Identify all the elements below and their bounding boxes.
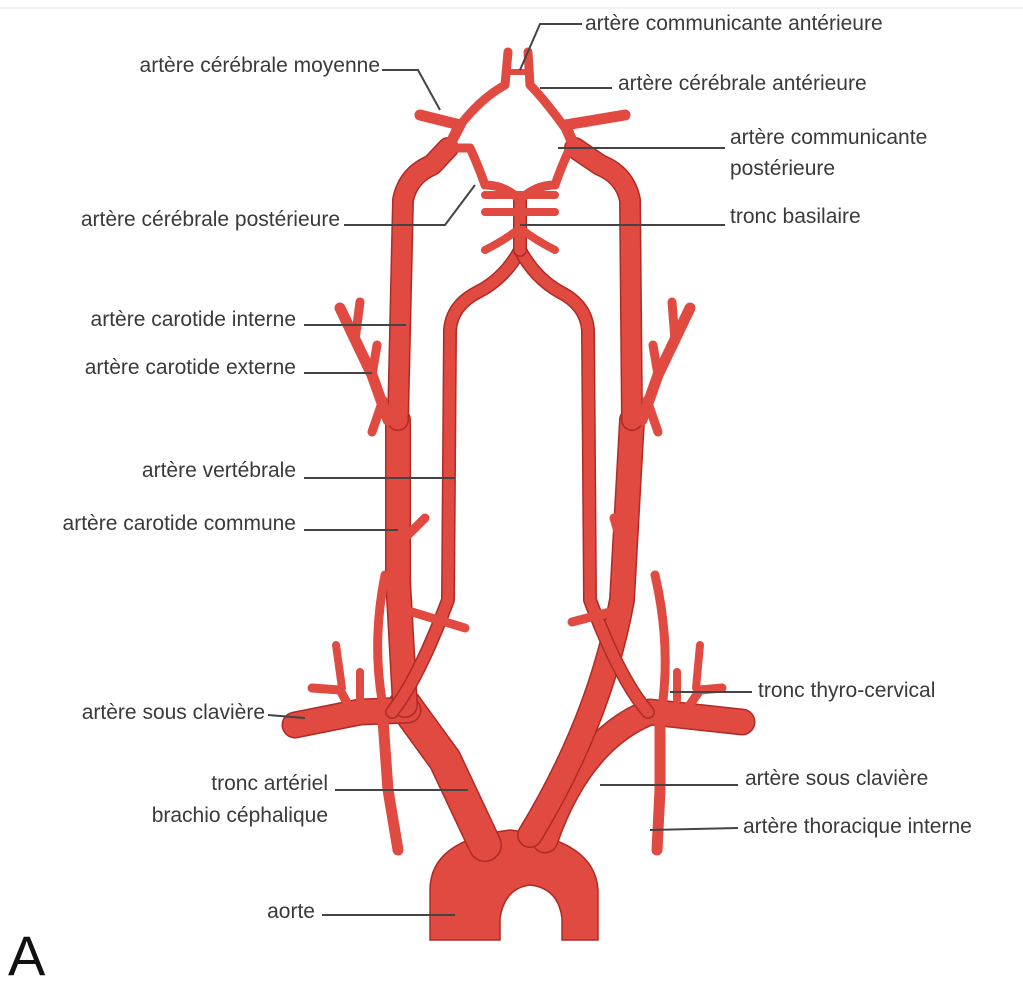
external-carotid-right xyxy=(642,302,690,432)
leader-cerebrale-moyenne xyxy=(382,70,440,110)
ascending-branch-left xyxy=(378,575,385,700)
leader-lines xyxy=(268,24,752,915)
label-communicante-ant: artère communicante antérieure xyxy=(585,12,883,35)
anterior-cerebral-right xyxy=(528,52,568,132)
label-carotide-externe: artère carotide externe xyxy=(85,356,296,379)
label-tronc-basilaire: tronc basilaire xyxy=(730,205,861,228)
label-communicante-post-line1: artère communicante xyxy=(730,126,927,149)
brachiocephalic-trunk xyxy=(405,705,485,845)
label-sous-claviere-right: artère sous clavière xyxy=(745,767,928,790)
label-thoracique-interne: artère thoracique interne xyxy=(743,815,972,838)
label-carotide-commune: artère carotide commune xyxy=(63,512,296,535)
anterior-cerebral-left xyxy=(455,52,508,132)
internal-carotid-left xyxy=(398,148,448,420)
aortic-arch xyxy=(430,830,598,940)
label-aorte: aorte xyxy=(267,900,315,923)
figure-letter: A xyxy=(8,924,46,987)
label-tronc-thyro: tronc thyro-cervical xyxy=(758,679,935,702)
label-tronc-arteriel-line1: tronc artériel xyxy=(211,772,328,795)
common-carotid-left xyxy=(398,420,405,705)
artery-vessels xyxy=(295,52,742,940)
label-tronc-arteriel-line2: brachio céphalique xyxy=(152,804,328,827)
ascending-branch-right xyxy=(655,575,665,700)
thyrocervical-trunk-right xyxy=(677,645,722,712)
middle-cerebral-right xyxy=(565,115,625,148)
label-communicante-post-line2: postérieure xyxy=(730,157,835,180)
label-cerebrale-post: artère cérébrale postérieure xyxy=(81,208,340,231)
label-cerebrale-ant: artère cérébrale antérieure xyxy=(618,72,867,95)
internal-thoracic-left xyxy=(383,720,398,850)
external-carotid-left xyxy=(340,302,388,432)
label-carotide-interne: artère carotide interne xyxy=(91,308,296,331)
label-sous-claviere-left: artère sous clavière xyxy=(82,701,265,724)
label-vertebrale: artère vertébrale xyxy=(142,459,296,482)
label-cerebrale-moyenne: artère cérébrale moyenne xyxy=(140,54,380,77)
